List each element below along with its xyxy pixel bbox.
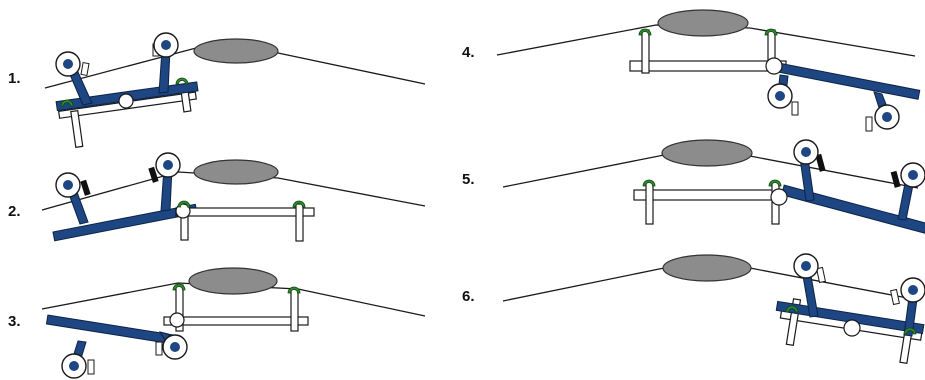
step-5-brake-left bbox=[815, 153, 826, 172]
step-3-gripper-frame bbox=[163, 284, 309, 332]
step-2-panel bbox=[41, 152, 426, 242]
step-1-wheel-left-icon bbox=[55, 51, 81, 77]
step-6-brake-left bbox=[816, 266, 826, 284]
step-label-1: 1. bbox=[8, 70, 21, 87]
step-6-wheel-left-icon bbox=[793, 253, 819, 279]
step-3-pivot-icon bbox=[169, 312, 185, 328]
step-4-wheel-right-icon bbox=[874, 104, 900, 130]
step-6-pivot-icon bbox=[843, 319, 861, 337]
step-5-obstacle bbox=[661, 139, 753, 167]
step-4-panel bbox=[496, 9, 921, 132]
step-4-blue-frame bbox=[772, 61, 921, 100]
step-2-wheel-right-icon bbox=[155, 152, 181, 178]
step-2-obstacle bbox=[193, 159, 279, 185]
step-4-pivot-icon bbox=[765, 57, 783, 75]
step-6-brake-right bbox=[890, 288, 900, 306]
step-2-gripper-frame bbox=[175, 203, 315, 242]
step-3-blue-frame bbox=[45, 314, 181, 346]
step-3-wheel-right-icon bbox=[162, 334, 188, 360]
step-6-wheel-right-icon bbox=[900, 277, 925, 303]
step-3-panel bbox=[41, 267, 426, 379]
step-1-pivot-icon bbox=[118, 93, 134, 109]
step-3-obstacle bbox=[188, 267, 278, 295]
step-2-brake-right bbox=[148, 166, 159, 183]
step-label-5: 5. bbox=[462, 171, 475, 188]
step-3-brake-right bbox=[155, 341, 163, 356]
step-1-brake-left bbox=[80, 61, 90, 77]
step-5-pivot-icon bbox=[770, 188, 788, 206]
step-5-wheel-right-icon bbox=[900, 162, 925, 188]
step-3-brake-left bbox=[87, 359, 95, 375]
step-4-obstacle bbox=[657, 9, 749, 37]
step-6-panel bbox=[502, 253, 925, 365]
step-label-2: 2. bbox=[8, 203, 21, 220]
step-4-brake-left bbox=[791, 101, 799, 116]
step-5-panel bbox=[502, 139, 925, 234]
step-label-6: 6. bbox=[462, 288, 475, 305]
step-1-obstacle bbox=[193, 38, 279, 64]
step-6-obstacle bbox=[662, 254, 752, 282]
step-2-brake-left bbox=[80, 179, 91, 196]
step-5-gripper-frame bbox=[633, 181, 787, 225]
step-1-clamp-right-icon bbox=[175, 77, 189, 85]
step-3-wheel-left-icon bbox=[61, 353, 87, 379]
step-4-brake-right bbox=[865, 116, 873, 132]
step-1-wheel-right-icon bbox=[153, 32, 179, 58]
step-2-wheel-left-icon bbox=[55, 172, 81, 198]
step-label-3: 3. bbox=[8, 313, 21, 330]
step-label-4: 4. bbox=[462, 44, 475, 61]
step-1-panel bbox=[44, 32, 426, 148]
step-4-wheel-left-icon bbox=[767, 83, 793, 109]
step-5-wheel-left-icon bbox=[793, 139, 819, 165]
step-5-brake-right bbox=[890, 170, 901, 188]
